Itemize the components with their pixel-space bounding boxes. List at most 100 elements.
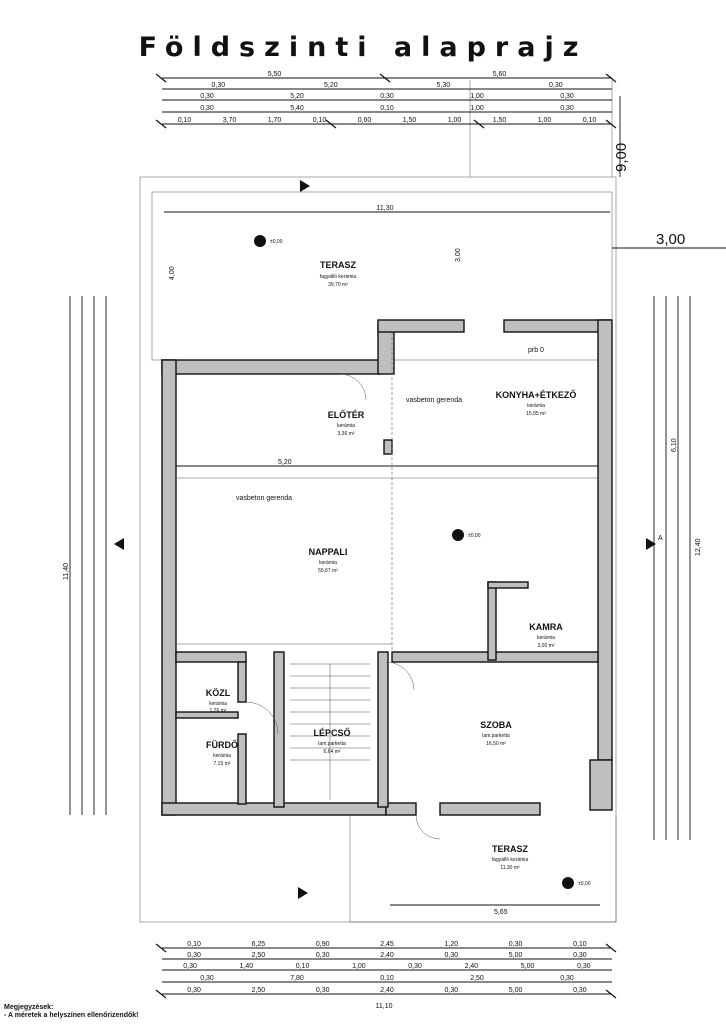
top-dim-row5-2: 1,70 <box>268 117 282 124</box>
top-dim-row3-1: 5,20 <box>290 93 304 100</box>
top-dim-row5-7: 1,50 <box>493 117 507 124</box>
room-area-lepcso: 6,64 m² <box>324 749 341 755</box>
side-dim-900: 9,00 <box>613 143 630 172</box>
bottom-dim-row2-3: 2,40 <box>380 952 394 959</box>
annotation-vasbeton-kitchen: vasbeton gerenda <box>406 397 462 404</box>
room-name-terasz-top: TERASZ <box>320 260 357 270</box>
top-dim-row4-1: 5,40 <box>290 105 304 112</box>
room-material-konyha: kerámia <box>527 403 545 409</box>
room-material-kamra: kerámia <box>537 635 555 641</box>
top-dim-row4-2: 0,10 <box>380 105 394 112</box>
top-dimension-labels: 5,50 5,60 0,30 5,20 5,30 0,30 0,30 5,20 0,30 1,00… <box>178 71 597 124</box>
room-name-konyha: KONYHA+ÉTKEZŐ <box>496 389 577 400</box>
bottom-dim-row1-1: 6,25 <box>252 941 266 948</box>
room-material-terasz-top: fagyálló kerámia <box>320 274 357 280</box>
bottom-dim-row5-6: 0,30 <box>573 987 587 994</box>
room-name-nappali: NAPPALI <box>309 547 348 557</box>
bottom-dim-row3-0: 0,30 <box>183 963 197 970</box>
top-dim-row1-0: 5,50 <box>268 71 282 78</box>
top-dim-row4-4: 0,30 <box>560 105 574 112</box>
bottom-dim-row1-0: 0,10 <box>187 941 201 948</box>
room-area-szoba: 16,50 m² <box>486 741 506 747</box>
top-dim-row1-1: 5,60 <box>493 71 507 78</box>
annotation-vasbeton-living: vasbeton gerenda <box>236 495 292 502</box>
bottom-dim-row5-0: 0,30 <box>187 987 201 994</box>
top-dim-row5-8: 1,00 <box>538 117 552 124</box>
dim-610: 6,10 <box>671 438 678 452</box>
top-dim-row2-2: 5,30 <box>436 82 450 89</box>
room-material-terasz-bottom: fagyálló kerámia <box>492 857 529 863</box>
bottom-dim-row2-0: 0,30 <box>187 952 201 959</box>
section-a-label: A <box>658 535 663 542</box>
notes-line-1: - A méretek a helyszínen ellenőrizendők! <box>4 1012 139 1019</box>
top-dim-row2-1: 5,20 <box>324 82 338 89</box>
room-name-terasz-bottom: TERASZ <box>492 844 529 854</box>
bottom-dim-row2-5: 5,00 <box>509 952 523 959</box>
top-dim-row4-3: 1,00 <box>470 105 484 112</box>
room-name-furdo: FÜRDŐ <box>206 739 238 750</box>
bottom-dim-row5-3: 2,40 <box>380 987 394 994</box>
room-name-szoba: SZOBA <box>480 720 512 730</box>
room-area-terasz-bottom: 11,30 m² <box>500 865 520 871</box>
bottom-dim-row1-2: 0,90 <box>316 941 330 948</box>
bottom-dim-row2-4: 0,30 <box>444 952 458 959</box>
bottom-dim-row2-6: 0,30 <box>573 952 587 959</box>
room-material-eloter: kerámia <box>337 423 355 429</box>
dim-1240: 12,40 <box>695 538 702 556</box>
room-area-nappali: 55,67 m² <box>318 568 338 574</box>
top-dim-row5-9: 0,10 <box>583 117 597 124</box>
bottom-dim-row3-3: 1,00 <box>352 963 366 970</box>
top-dim-row2-3: 0,30 <box>549 82 563 89</box>
top-dim-row5-5: 1,50 <box>403 117 417 124</box>
stair-treads <box>290 663 370 800</box>
bottom-dimension-lines <box>155 943 617 999</box>
dim-520: 5,20 <box>278 459 292 466</box>
bottom-total-dim: 11,10 <box>376 1003 393 1010</box>
prb-label: prb 0 <box>528 347 544 354</box>
bottom-dim-row1-6: 0,10 <box>573 941 587 948</box>
notes-block: Megjegyzések: - A méretek a helyszínen e… <box>4 1004 138 1020</box>
notes-heading: Megjegyzések: <box>4 1004 54 1011</box>
bottom-dim-row4-2: 0,10 <box>380 975 394 982</box>
bottom-dim-row3-2: 0,10 <box>296 963 310 970</box>
top-dimension-lines <box>155 73 617 129</box>
top-dim-row5-4: 0,60 <box>358 117 372 124</box>
side-dimension-lines <box>69 96 726 840</box>
level-label-middle: ±0,00 <box>468 533 481 539</box>
bottom-dim-row3-4: 0,30 <box>408 963 422 970</box>
bottom-dim-row1-5: 0,30 <box>509 941 523 948</box>
dim-1130: 11,30 <box>377 205 394 212</box>
room-area-terasz-top: 39,70 m² <box>328 282 348 288</box>
side-dim-300: 3,00 <box>656 231 685 248</box>
level-label-bottom: ±0,00 <box>578 881 591 887</box>
bottom-dim-row3-1: 1,40 <box>240 963 254 970</box>
level-marker <box>254 235 574 889</box>
room-name-kamra: KAMRA <box>529 622 563 632</box>
bottom-dim-row2-2: 0,30 <box>316 952 330 959</box>
dim-1140: 11,40 <box>63 563 70 580</box>
room-area-eloter: 3,36 m² <box>338 431 355 437</box>
dim-565: 5,65 <box>494 909 508 916</box>
room-name-eloter: ELŐTÉR <box>328 409 365 420</box>
walls <box>161 319 613 816</box>
room-area-kozl: 1,26 m² <box>210 708 227 714</box>
top-dim-row4-0: 0,30 <box>200 105 214 112</box>
top-dim-row5-3: 0,10 <box>313 117 327 124</box>
room-area-konyha: 15,05 m² <box>526 411 546 417</box>
room-material-lepcso: lam.parketta <box>318 741 346 747</box>
top-dim-row5-1: 3,70 <box>223 117 237 124</box>
bottom-dim-row3-6: 5,00 <box>521 963 535 970</box>
bottom-dim-row4-1: 7,80 <box>290 975 304 982</box>
bottom-dim-row1-4: 1,20 <box>444 941 458 948</box>
top-dim-row2-0: 0,30 <box>211 82 225 89</box>
room-material-szoba: lam.parketta <box>482 733 510 739</box>
room-material-nappali: kerámia <box>319 560 337 566</box>
top-dim-row3-3: 1,00 <box>470 93 484 100</box>
top-dim-row5-0: 0,10 <box>178 117 192 124</box>
room-name-lepcso: LÉPCSŐ <box>313 727 350 738</box>
bottom-dim-row3-5: 2,40 <box>465 963 479 970</box>
dim-300: 3,00 <box>455 248 462 262</box>
bottom-dim-row2-1: 2,50 <box>252 952 266 959</box>
